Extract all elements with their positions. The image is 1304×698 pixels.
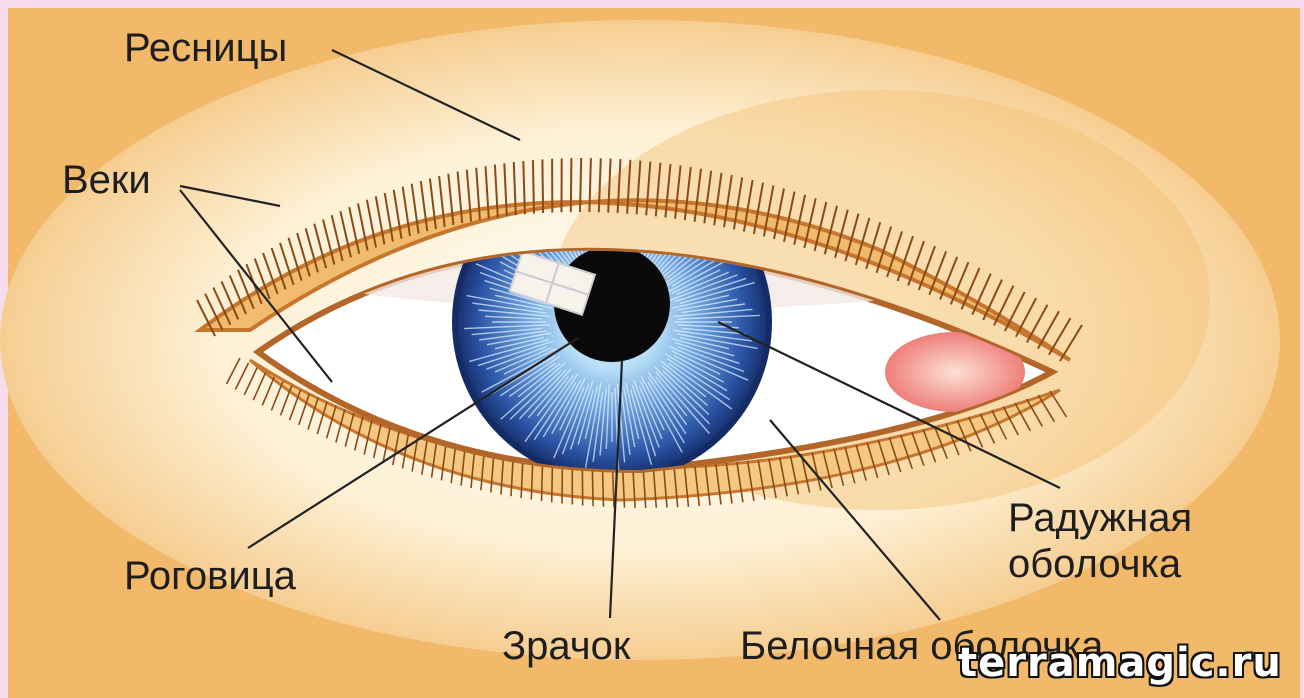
eyelash [533,160,534,214]
label-iris-line1: Радужная [1008,496,1192,540]
eyelash [580,158,581,212]
eyelash [571,158,572,212]
label-pupil: Зрачок [502,624,630,668]
label-eyelashes: Ресницы [124,26,287,70]
label-cornea: Роговица [124,554,296,598]
label-eyelids: Веки [62,158,151,202]
watermark-text: terramagic.ru [958,640,1282,686]
label-iris-line2: оболочка [1008,542,1181,586]
eyelash [542,159,543,213]
